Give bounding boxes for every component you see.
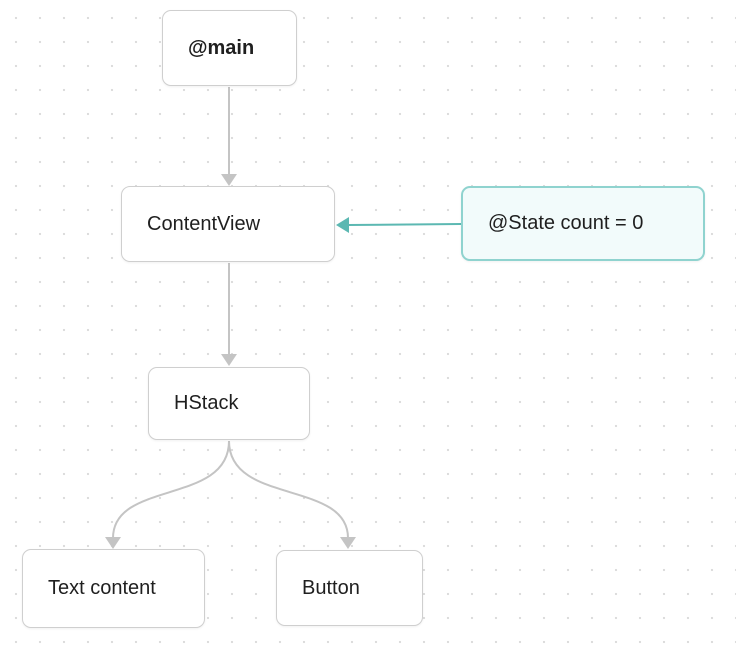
node-main[interactable]: @main — [162, 10, 297, 86]
node-main-label: @main — [188, 36, 255, 59]
node-text-content-label: Text content — [48, 577, 156, 599]
node-content-view-label: ContentView — [147, 212, 261, 235]
node-text-content[interactable]: Text content — [22, 549, 205, 628]
edge-contentview-to-hstack — [221, 263, 237, 366]
edge-hstack-to-text — [105, 440, 230, 549]
edge-hstack-to-button — [228, 440, 356, 549]
node-hstack[interactable]: HStack — [148, 367, 310, 440]
edge-state-to-contentview — [336, 217, 462, 233]
node-state-count[interactable]: @State count = 0 — [461, 186, 705, 261]
node-content-view[interactable]: ContentView — [121, 186, 335, 262]
edge-main-to-contentview — [221, 87, 237, 186]
node-state-count-label: @State count = 0 — [488, 212, 644, 234]
node-button[interactable]: Button — [276, 550, 423, 626]
node-button-label: Button — [302, 576, 360, 599]
node-hstack-label: HStack — [174, 392, 239, 414]
